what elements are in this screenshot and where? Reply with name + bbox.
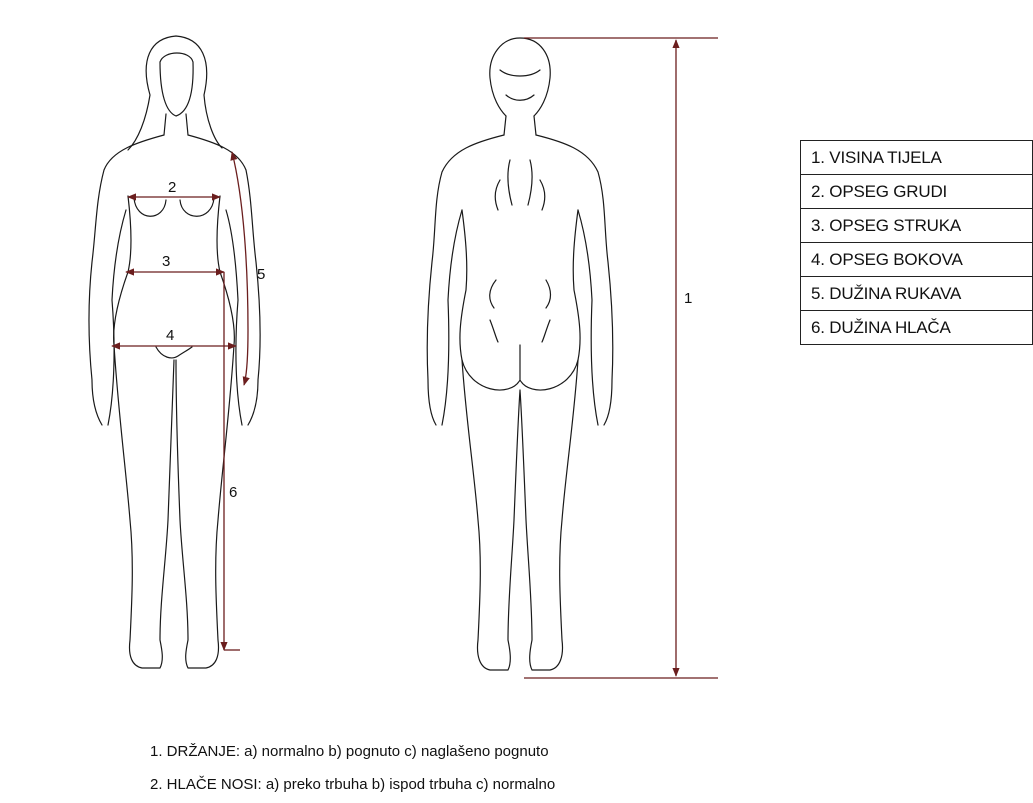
height-marker-label: 1: [684, 290, 692, 307]
trousers-marker-label: 6: [229, 484, 237, 501]
hips-marker-label: 4: [166, 327, 174, 344]
legend-item-bust: 2. OPSEG GRUDI: [801, 175, 1033, 209]
legend-item-sleeve: 5. DUŽINA RUKAVA: [801, 277, 1033, 311]
sleeve-marker-label: 5: [257, 266, 265, 283]
posture-note: 1. DRŽANJE: a) normalno b) pognuto c) na…: [150, 743, 549, 760]
measurement-legend: 1. VISINA TIJELA 2. OPSEG GRUDI 3. OPSEG…: [800, 140, 1033, 345]
legend-item-waist: 3. OPSEG STRUKA: [801, 209, 1033, 243]
measure-height: 1: [524, 38, 718, 678]
measure-trousers: 6: [224, 272, 240, 650]
measure-hips: 4: [112, 327, 236, 346]
legend-item-height: 1. VISINA TIJELA: [801, 141, 1033, 175]
front-body-figure: [89, 36, 260, 668]
legend-item-hips: 4. OPSEG BOKOVA: [801, 243, 1033, 277]
bust-marker-label: 2: [168, 179, 176, 196]
waist-marker-label: 3: [162, 253, 170, 270]
legend-item-trousers: 6. DUŽINA HLAČA: [801, 311, 1033, 345]
measure-waist: 3: [126, 253, 224, 272]
measure-bust: 2: [128, 179, 220, 197]
back-body-figure: [427, 38, 613, 670]
trousers-wear-note: 2. HLAČE NOSI: a) preko trbuha b) ispod …: [150, 776, 555, 793]
